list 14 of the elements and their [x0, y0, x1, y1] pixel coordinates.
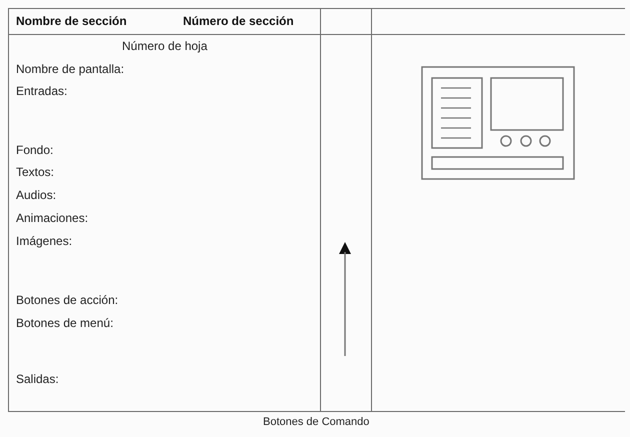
field-label: Botones de acción: — [16, 293, 118, 307]
field-label: Nombre de pantalla: — [16, 62, 124, 76]
field-label: Fondo: — [16, 143, 54, 157]
column-header: Nombre de sección — [16, 14, 127, 28]
field-label: Imágenes: — [16, 234, 72, 248]
field-label: Entradas: — [16, 84, 68, 98]
caption: Botones de Comando — [263, 416, 370, 428]
field-label: Salidas: — [16, 372, 59, 386]
field-label: Audios: — [16, 188, 56, 202]
column-header: Número de sección — [183, 14, 294, 28]
field-label: Botones de menú: — [16, 316, 114, 330]
sheet-number-label: Número de hoja — [122, 39, 208, 53]
field-label: Textos: — [16, 165, 54, 179]
field-label: Animaciones: — [16, 211, 88, 225]
